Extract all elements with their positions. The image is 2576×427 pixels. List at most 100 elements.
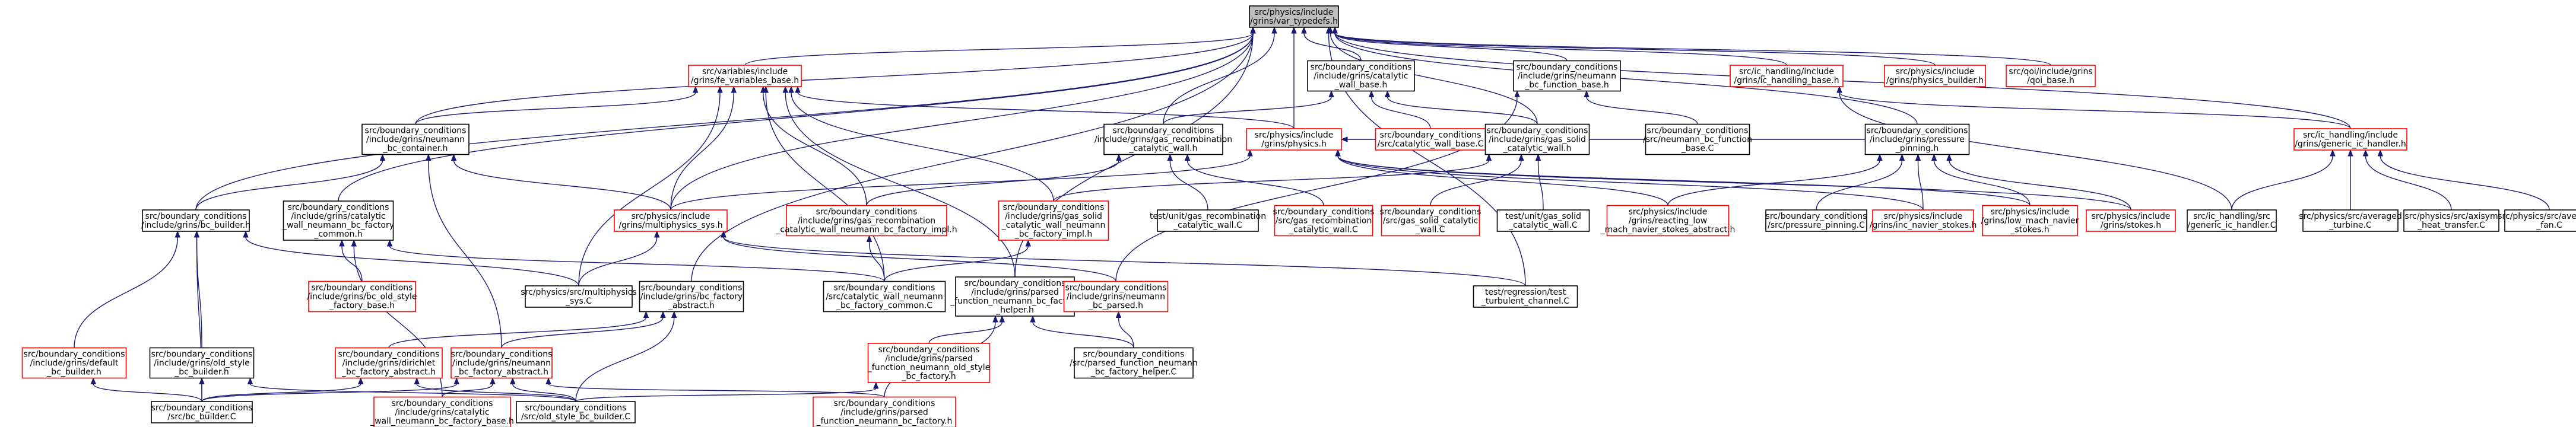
- file-node-turbulentchannel[interactable]: test/regression/test_turbulent_channel.C: [1473, 285, 1578, 308]
- file-node-physicsbuilder[interactable]: src/physics/include/grins/physics_builde…: [1884, 65, 1986, 87]
- dependency-edge: [386, 239, 885, 282]
- file-node-neumannfactoryabstract2[interactable]: src/boundary_conditions/include/grins/ne…: [451, 347, 553, 379]
- file-node-label-line: /include/grins/pressure: [1870, 135, 1965, 145]
- file-node-incnavierstokes[interactable]: src/physics/include/grins/inc_navier_sto…: [1870, 209, 1977, 232]
- file-node-gasrecombfactoryimpl[interactable]: src/boundary_conditions/include/grins/ga…: [775, 205, 957, 237]
- file-node-catwallneumannfactorycommonc[interactable]: src/boundary_conditions/src/catalytic_wa…: [823, 281, 946, 313]
- file-node-box: [813, 396, 956, 427]
- file-node-testgassolid[interactable]: test/unit/gas_solid_catalytic_wall.C: [1496, 209, 1590, 232]
- file-node-label-line: src/physics/include: [1896, 67, 1975, 77]
- file-node-gasrecombc[interactable]: src/boundary_conditions/src/gas_recombin…: [1273, 205, 1375, 237]
- file-node-dirichletfactoryabstract[interactable]: src/boundary_conditions/include/grins/di…: [335, 347, 443, 379]
- file-node-parsedfuncneumannfactory[interactable]: src/boundary_conditions/include/grins/pa…: [813, 396, 956, 427]
- file-node-lowmachnavierstokes[interactable]: src/physics/include/grins/low_mach_navie…: [1981, 205, 2079, 237]
- file-node-oldstylebcbuilderc[interactable]: src/boundary_conditions/src/old_style_bc…: [516, 401, 636, 423]
- file-node-multiphysicssys[interactable]: src/physics/include/grins/multiphysics_s…: [614, 209, 728, 232]
- dependency-edge: [575, 381, 879, 402]
- file-node-neumannbcfactoryabstract[interactable]: src/boundary_conditions/include/grins/bc…: [639, 281, 744, 313]
- file-node-defaultbcbuilder[interactable]: src/boundary_conditions/include/grins/de…: [21, 347, 127, 379]
- file-node-averagedfan[interactable]: src/physics/src/averaged_fan.C: [2498, 209, 2576, 232]
- dependency-edge-line: [245, 237, 579, 286]
- file-node-gassolidfactoryimpl[interactable]: src/boundary_conditions/include/grins/ga…: [998, 200, 1109, 241]
- file-node-gasrecombwall[interactable]: src/boundary_conditions/include/grins/ga…: [1095, 123, 1232, 155]
- dependency-edge: [195, 26, 1256, 211]
- dependency-edge-arrowhead: [782, 85, 788, 93]
- dependency-edge: [1667, 154, 1883, 206]
- dependency-edge: [866, 235, 885, 282]
- file-node-label-line: src/boundary_conditions: [365, 126, 467, 136]
- file-node-label-line: _bc_builder.h: [46, 368, 101, 377]
- file-node-multiphysicssysc[interactable]: src/physics/src/multiphysics_sys.C: [521, 285, 637, 308]
- file-node-box: [955, 276, 1075, 317]
- file-node-box: [998, 200, 1109, 241]
- file-node-label-line: src/physics/src/averaged: [2299, 212, 2401, 221]
- file-node-neumannbcparsed[interactable]: src/boundary_conditions/include/grins/ne…: [1063, 281, 1169, 313]
- file-node-parsedfuncneumannhelper[interactable]: src/boundary_conditions/include/grins/pa…: [950, 276, 1080, 317]
- file-node-qoibase[interactable]: src/qoi/include/grins/qoi_base.h: [2006, 65, 2096, 87]
- dependency-edge-line: [785, 92, 1016, 278]
- dependency-edge-arrowhead: [1116, 154, 1122, 161]
- dependency-edge-line: [501, 317, 664, 348]
- dependency-edge: [426, 154, 502, 348]
- dependency-edge-line: [548, 383, 885, 398]
- dependency-edge-arrowhead: [1518, 154, 1524, 161]
- file-node-box: [639, 281, 744, 313]
- dependency-edge-arrowhead: [1184, 154, 1191, 161]
- file-node-label-line: src/boundary_conditions: [878, 345, 980, 355]
- file-node-parsedfuncneumannhelperc[interactable]: src/boundary_conditions/src/parsed_funct…: [1070, 347, 1198, 379]
- file-node-neumannbccontainer[interactable]: src/boundary_conditions/include/grins/ne…: [361, 123, 469, 155]
- file-node-testgasrecomb[interactable]: test/unit/gas_recombination_catalytic_wa…: [1150, 209, 1266, 232]
- file-node-label-line: src/physics/include: [1991, 208, 2070, 217]
- file-node-box: [373, 396, 511, 427]
- file-node-label-line: src/qoi/include/grins: [2009, 67, 2092, 77]
- file-node-catwallfactorycommon[interactable]: src/boundary_conditions/include/grins/ca…: [282, 200, 394, 241]
- file-node-label-line: src/boundary_conditions: [1380, 208, 1481, 217]
- file-node-label-line: /include/grins/parsed: [971, 288, 1059, 297]
- dependency-edge-arrowhead: [1030, 315, 1036, 323]
- file-node-varbase[interactable]: src/variables/include/grins/fe_variables…: [688, 65, 802, 87]
- file-node-neumannfuncbasec[interactable]: src/boundary_conditions/src/neumann_bc_f…: [1643, 123, 1752, 155]
- file-node-neumannfuncbase[interactable]: src/boundary_conditions/include/grins/ne…: [1513, 60, 1621, 92]
- file-node-label-line: _catalytic_wall.C: [1173, 221, 1242, 230]
- file-node-oldstylebcbuilder[interactable]: src/boundary_conditions/include/grins/ol…: [149, 347, 255, 379]
- dependency-edge-arrowhead: [490, 377, 496, 384]
- file-node-catwallbasec[interactable]: src/boundary_conditions/src/catalytic_wa…: [1375, 128, 1486, 151]
- dependency-edge: [1946, 154, 2131, 211]
- file-node-bcoldstylefactorybase[interactable]: src/boundary_conditions/include/grins/bc…: [307, 281, 417, 313]
- file-node-pressurepinning[interactable]: src/boundary_conditions/include/grins/pr…: [1864, 123, 1970, 155]
- file-node-averagedturbine[interactable]: src/physics/src/averaged_turbine.C: [2299, 209, 2402, 232]
- file-node-stokes[interactable]: src/physics/include/grins/stokes.h: [2086, 209, 2176, 232]
- file-node-physicsh[interactable]: src/physics/include/grins/physics.h: [1246, 128, 1342, 151]
- file-node-ichandlingbase[interactable]: src/ic_handling/include/grins/ic_handlin…: [1730, 65, 1844, 87]
- dependency-edge-line: [1537, 160, 1544, 211]
- file-node-box: [688, 65, 802, 87]
- file-node-label-line: src/variables/include: [702, 67, 788, 77]
- file-node-genericichandler[interactable]: src/ic_handling/include/grins/generic_ic…: [2293, 128, 2407, 151]
- file-node-label-line: /src/parsed_function_neumann: [1070, 359, 1197, 368]
- file-node-label-line: src/boundary_conditions: [312, 283, 413, 293]
- file-node-reactinglowmach[interactable]: src/physics/include/grins/reacting_low_m…: [1600, 205, 1736, 237]
- dependency-edge-line: [1586, 97, 1698, 125]
- file-node-bcbuilder[interactable]: src/boundary_conditions/include/grins/bc…: [141, 209, 250, 232]
- dependency-edge: [782, 85, 1016, 278]
- file-node-catwallbase[interactable]: src/boundary_conditions/include/grins/ca…: [1307, 60, 1415, 92]
- file-node-parsedfuncoldstyle[interactable]: src/boundary_conditions/include/grins/pa…: [867, 343, 991, 383]
- file-node-label-line: src/boundary_conditions: [1517, 63, 1618, 72]
- file-node-gassolidwall[interactable]: src/boundary_conditions/include/grins/ga…: [1484, 123, 1590, 155]
- file-node-genericichandlerc[interactable]: src/ic_handling/src/generic_ic_handler.C: [2187, 209, 2277, 232]
- file-node-label-line: _wall_neumann_bc_factory: [282, 221, 394, 230]
- file-node-label-line: /grins/var_typedefs.h: [1250, 17, 1338, 26]
- file-node-catwallneumannfactorybase[interactable]: src/boundary_conditions/include/grins/ca…: [370, 396, 514, 427]
- dependency-edge-arrowhead: [1271, 26, 1277, 34]
- dependency-edge-line: [1949, 160, 2131, 211]
- file-node-bcbuilderc[interactable]: src/boundary_conditions/src/bc_builder.C: [151, 401, 253, 423]
- dependency-edge-arrowhead: [243, 230, 249, 238]
- dependency-edge: [338, 26, 1256, 202]
- file-node-pressurepinningc[interactable]: src/boundary_conditions/src/pressure_pin…: [1765, 209, 1867, 232]
- file-node-label-line: src/physics/include: [1629, 208, 1708, 217]
- dependency-edge-arrowhead: [693, 85, 699, 93]
- dependency-edge-arrowhead: [1486, 154, 1492, 161]
- file-node-axisymheattransfer[interactable]: src/physics/src/axisym_heat_transfer.C: [2403, 209, 2499, 232]
- dependency-edge-line: [389, 246, 885, 282]
- file-node-gassolidc[interactable]: src/boundary_conditions/src/gas_solid_ca…: [1380, 205, 1481, 237]
